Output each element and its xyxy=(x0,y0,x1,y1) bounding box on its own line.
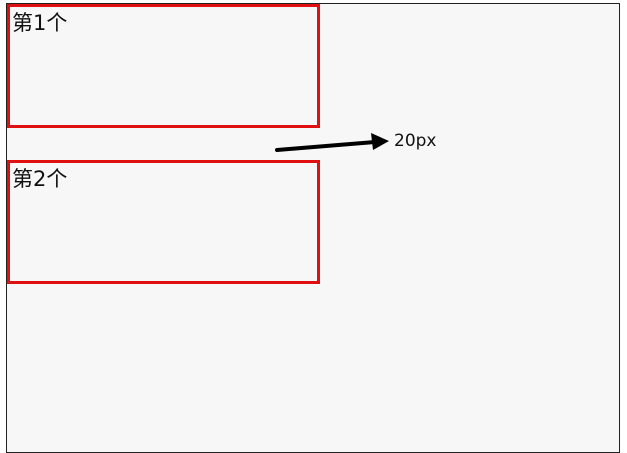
box-first-label: 第1个 xyxy=(12,11,68,35)
box-second: 第2个 xyxy=(7,160,320,284)
box-first: 第1个 xyxy=(7,4,320,128)
box-second-label: 第2个 xyxy=(12,167,68,191)
preview-viewport: 第1个 第2个 20px xyxy=(6,3,620,453)
margin-annotation-label: 20px xyxy=(394,131,437,151)
